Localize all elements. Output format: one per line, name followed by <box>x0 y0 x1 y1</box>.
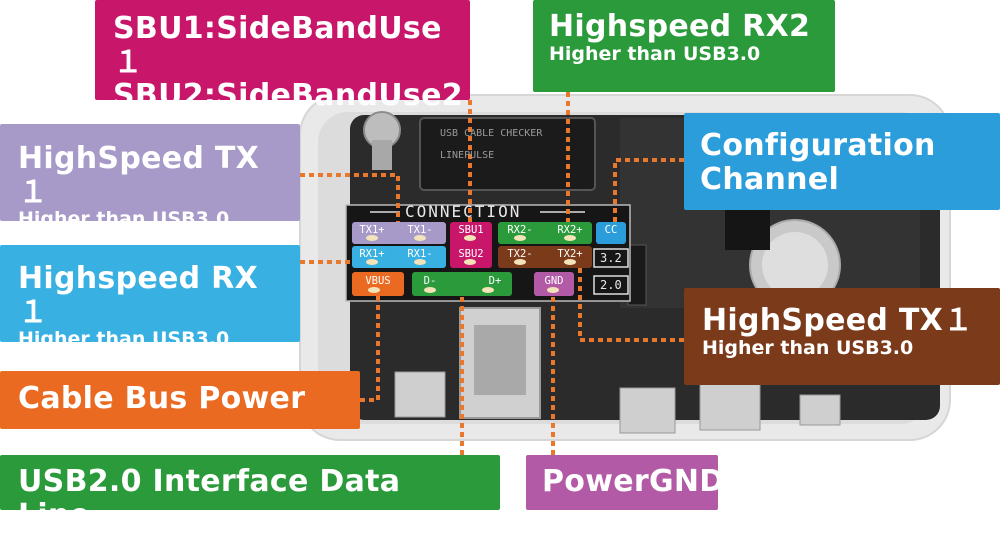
pin-label-sbu1: SBU1 <box>458 224 484 236</box>
pin-label-rx2p: RX2+ <box>557 224 583 236</box>
callout-tx1-right: HighSpeed TX１ Higher than USB3.0 <box>684 288 1000 385</box>
pin-label-rx2m: RX2- <box>507 224 533 236</box>
pin-label-tx2m: TX2- <box>507 248 533 260</box>
pin-block-cc <box>596 222 626 244</box>
pin-label-dp: D+ <box>488 275 502 287</box>
callout-usb2: USB2.0 Interface Data Line <box>0 455 500 532</box>
callout-sbu: SBU1:SideBandUse１ SBU2:SideBandUse2 <box>95 0 470 112</box>
callout-rx1: Highspeed RX１ Higher than USB3.0 <box>0 245 300 350</box>
callout-gnd: PowerGND <box>526 455 725 510</box>
callout-rx2: Highspeed RX2 Higher than USB3.0 <box>533 0 835 92</box>
sbu2-text: SBU2:SideBandUse2 <box>113 78 463 114</box>
pin-label-gnd: GND <box>544 275 564 287</box>
usb2-title: USB2.0 Interface Data Line <box>18 464 401 533</box>
pin-label-dm: D- <box>423 275 437 287</box>
pin-label-tx1m: TX1- <box>407 224 433 236</box>
rx1-title: Highspeed RX１ <box>18 261 258 330</box>
callout-tx1-left: HighSpeed TX１ Higher than USB3.0 <box>0 124 300 230</box>
cc-line1: Configuration <box>700 128 936 163</box>
rx2-title: Highspeed RX2 <box>549 9 811 44</box>
rx2-sub: Higher than USB3.0 <box>549 42 761 65</box>
version-20-label: 2.0 <box>600 278 622 292</box>
pin-label-sbu2: SBU2 <box>458 248 484 260</box>
screen-line-1: USB CABLE CHECKER <box>440 128 543 139</box>
connection-header: CONNECTION <box>405 202 522 221</box>
cc-line2: Channel <box>700 161 840 197</box>
pin-label-vbus: VBUS <box>365 275 391 287</box>
pin-label-cc: CC <box>604 224 618 236</box>
version-32-label: 3.2 <box>600 251 622 265</box>
pin-label-rx1m: RX1- <box>407 248 433 260</box>
connection-panel <box>345 204 631 302</box>
pin-block-gnd <box>534 272 574 296</box>
vbus-title: Cable Bus Power <box>18 381 306 416</box>
pin-block-sbu <box>450 222 492 268</box>
pin-label-tx2p: TX2+ <box>557 248 583 260</box>
callout-vbus: Cable Bus Power <box>0 371 360 429</box>
tx1-left-sub: Higher than USB3.0 <box>18 208 230 231</box>
tx1-right-title: HighSpeed TX１ <box>702 303 974 338</box>
callout-cc: Configuration Channel <box>684 113 1000 210</box>
leader-lines <box>300 92 684 455</box>
tx1-left-title: HighSpeed TX１ <box>18 141 260 210</box>
pin-block-vbus <box>352 272 404 296</box>
pin-label-rx1p: RX1+ <box>359 248 385 260</box>
sbu1-text: SBU1:SideBandUse１ <box>113 11 442 80</box>
gnd-title: PowerGND <box>542 464 725 499</box>
rx1-sub: Higher than USB3.0 <box>18 328 230 351</box>
tx1-right-sub: Higher than USB3.0 <box>702 336 914 359</box>
pin-label-tx1p: TX1+ <box>359 224 385 236</box>
screen-line-2: LINEPULSE <box>440 150 495 161</box>
